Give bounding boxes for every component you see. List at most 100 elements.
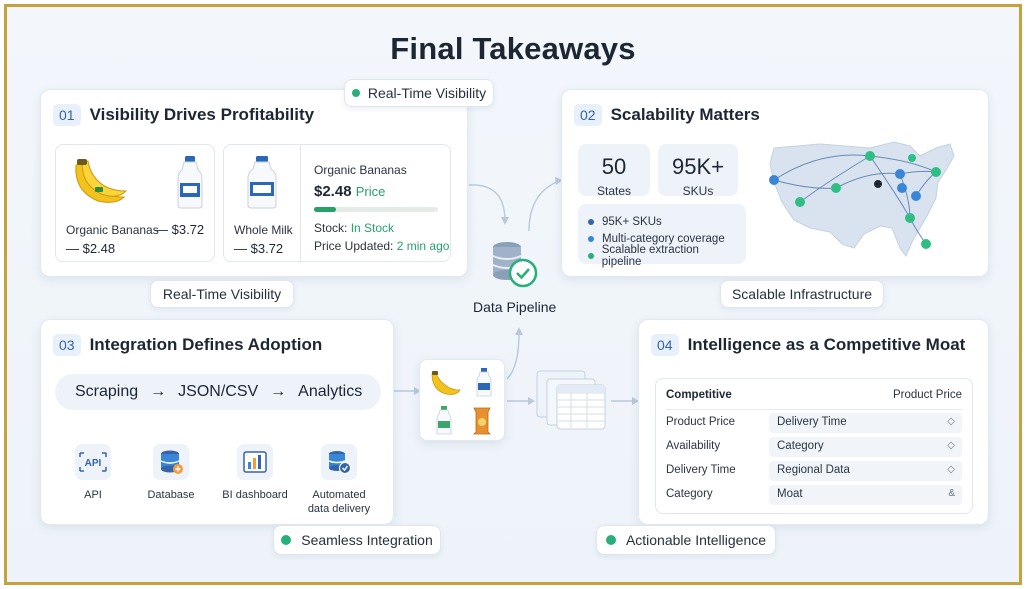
chevron-updown-icon: ◇ xyxy=(947,440,955,451)
detail-price-label: Price xyxy=(355,184,386,199)
banana-icon xyxy=(75,159,128,203)
card-number: 02 xyxy=(574,104,602,126)
stat-label: States xyxy=(596,184,632,198)
stock-value: In Stock xyxy=(350,221,395,235)
product-card-milk-detail: Whole Milk — $3.72 Organic Bananas $2.48… xyxy=(223,144,451,263)
milk-jug-icon xyxy=(436,406,452,435)
chevron-updown-icon: ◇ xyxy=(947,464,955,475)
bullet-item: 95K+ SKUs xyxy=(588,213,736,230)
row-select[interactable]: Delivery Time ◇ xyxy=(769,413,962,433)
product-grid-tile xyxy=(419,359,505,441)
milk-bottle-icon xyxy=(476,368,492,397)
bullet-dot xyxy=(588,252,594,259)
detail-price-value: $2.48 xyxy=(314,183,352,200)
snack-bag-icon xyxy=(473,407,491,435)
pill-label: Actionable Intelligence xyxy=(625,532,767,548)
pill-scalable: Scalable Infrastructure xyxy=(720,280,884,308)
row-select-value: Regional Data xyxy=(777,464,850,476)
stock-progress-bar xyxy=(314,207,438,212)
integration-label-line: Automated xyxy=(312,489,366,501)
table-row: Availability Category ◇ xyxy=(666,437,962,457)
api-icon: API xyxy=(75,444,111,480)
database-check-icon xyxy=(492,242,538,288)
card-header: 01 Visibility Drives Profitability xyxy=(53,104,314,126)
detail-price-line: $2.48 Price xyxy=(314,183,385,200)
table-header-right: Product Price xyxy=(892,389,962,401)
pill-label: Real-Time Visibility xyxy=(367,85,487,101)
bullet-dot xyxy=(588,235,594,242)
detail-product-name: Organic Bananas xyxy=(314,163,407,177)
pipeline-label: Data Pipeline xyxy=(473,299,557,315)
database-sync-icon xyxy=(321,444,357,480)
stat-label: SKUs xyxy=(682,184,714,198)
card-header: 02 Scalability Matters xyxy=(574,104,760,126)
stock-label: Stock: xyxy=(314,221,348,235)
pill-seamless: Seamless Integration xyxy=(273,525,441,555)
card-number: 04 xyxy=(651,334,679,356)
chevron-updown-icon: ◇ xyxy=(947,416,955,427)
row-select-value: Delivery Time xyxy=(777,416,847,428)
pill-actionable: Actionable Intelligence xyxy=(596,525,776,555)
product-name: Organic Bananas xyxy=(66,223,159,237)
table-header: Competitive Product Price xyxy=(666,389,962,407)
card-title: Visibility Drives Profitability xyxy=(89,105,315,124)
table-row: Product Price Delivery Time ◇ xyxy=(666,413,962,433)
stock-progress-fill xyxy=(314,207,337,212)
page-title: Final Takeaways xyxy=(390,31,636,66)
card-scalability: 02 Scalability Matters 50 States 95K+ SK… xyxy=(561,89,989,277)
pill-label: Real-Time Visibility xyxy=(162,286,282,302)
svg-text:API: API xyxy=(85,458,102,469)
product-price-a: — $3.72 xyxy=(155,222,205,237)
row-select-value: Category xyxy=(777,440,824,452)
table-stack-icon xyxy=(536,370,606,430)
row-select[interactable]: Regional Data ◇ xyxy=(769,461,962,481)
card-title: Intelligence as a Competitive Moat xyxy=(687,335,966,354)
updated-line: Price Updated: 2 min ago xyxy=(314,239,449,253)
table-divider xyxy=(666,409,962,410)
bullet-dot xyxy=(588,218,594,225)
bullet-item: Scalable extraction pipeline xyxy=(588,244,736,268)
milk-jug-icon xyxy=(247,156,277,209)
integration-label: Automated data delivery xyxy=(299,488,379,516)
card-title: Scalability Matters xyxy=(610,105,760,124)
product-price: — $3.72 xyxy=(234,241,284,256)
flow-step: Scraping xyxy=(75,383,139,400)
product-card-bananas: Organic Bananas — $3.72 — $2.48 xyxy=(55,144,215,262)
row-select[interactable]: Category ◇ xyxy=(769,437,962,457)
row-select[interactable]: Moat& xyxy=(769,485,962,505)
stat-skus: 95K+ SKUs xyxy=(658,144,738,198)
database-icon xyxy=(153,444,189,480)
flow-row: Scraping → JSON/CSV → Analytics xyxy=(55,374,381,410)
status-dot xyxy=(281,535,292,545)
bullet-text: 95K+ SKUs xyxy=(602,215,662,228)
card-title: Integration Defines Adoption xyxy=(89,335,323,354)
integration-label: API xyxy=(84,489,102,501)
product-name: Whole Milk xyxy=(234,223,293,237)
bullet-list: 95K+ SKUs Multi-category coverage Scalab… xyxy=(578,204,746,268)
status-dot xyxy=(351,89,360,97)
card-integration: 03 Integration Defines Adoption Scraping… xyxy=(40,319,394,525)
banana-icon xyxy=(431,371,461,395)
integration-label: BI dashboard xyxy=(222,489,288,501)
integration-label: Database xyxy=(147,489,195,501)
stat-value: 95K+ xyxy=(672,154,724,179)
flow-arrow: → xyxy=(270,383,287,400)
table-row: Category Moat& xyxy=(666,485,962,505)
detail-divider xyxy=(300,145,301,263)
pill-realtime-top: Real-Time Visibility xyxy=(344,79,494,107)
us-map-network-icon xyxy=(769,141,955,257)
pill-label: Seamless Integration xyxy=(301,532,433,548)
integration-label-line: data delivery xyxy=(307,503,371,515)
card-intelligence: 04 Intelligence as a Competitive Moat Co… xyxy=(638,319,989,525)
stat-value: 50 xyxy=(601,154,627,179)
table-header-left: Competitive xyxy=(666,389,732,401)
updated-value: 2 min ago xyxy=(396,239,450,253)
row-label: Availability xyxy=(666,440,721,452)
pill-realtime-bottom: Real-Time Visibility xyxy=(150,280,294,308)
bullet-text: Multi-category coverage xyxy=(602,232,725,245)
slide-frame: Final Takeaways 01 Visibility Drives Pro… xyxy=(4,4,1022,585)
card-header: 04 Intelligence as a Competitive Moat xyxy=(651,334,965,356)
card-number: 03 xyxy=(53,334,81,356)
row-label: Product Price xyxy=(666,416,736,428)
card-header: 03 Integration Defines Adoption xyxy=(53,334,322,356)
